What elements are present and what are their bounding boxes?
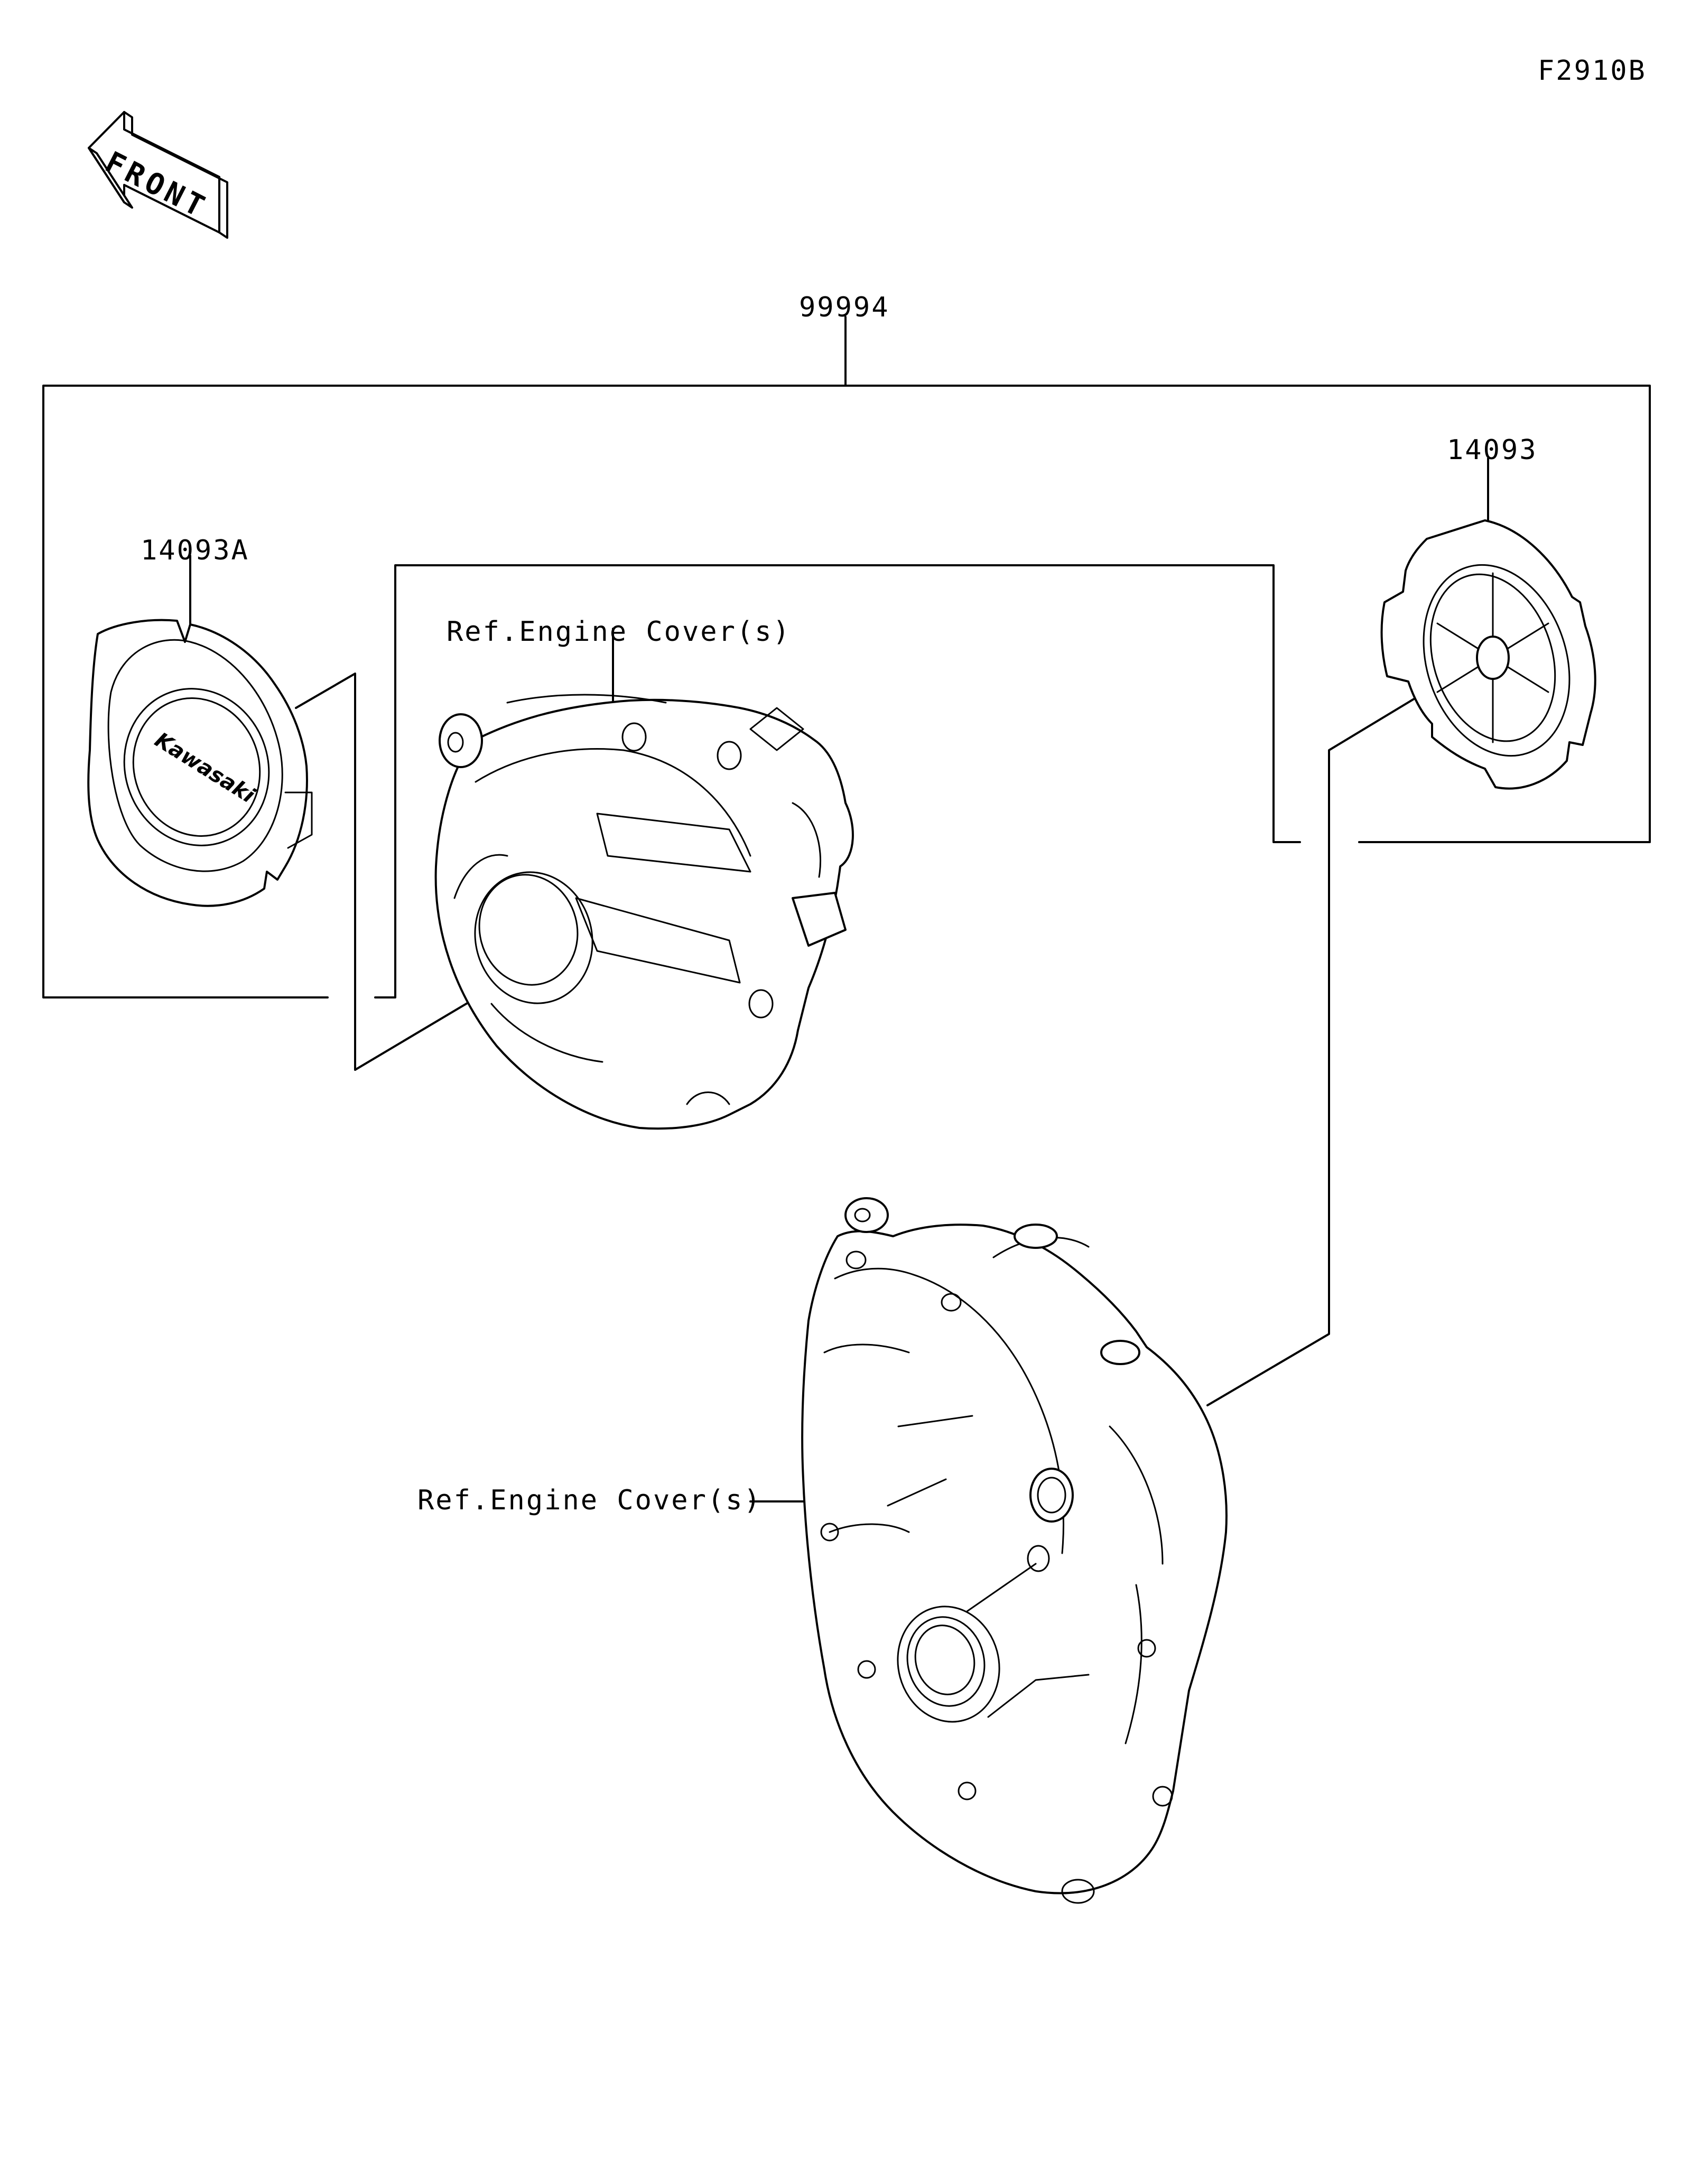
- front-arrow-icon: FRONT: [88, 111, 228, 239]
- right-cover-part-number: 14093: [1447, 434, 1538, 466]
- right-cover-illustration: [1380, 519, 1596, 790]
- ref-engine-cover-bottom: Ref.Engine Cover(s): [417, 1485, 762, 1516]
- kit-part-number: 99994: [799, 292, 890, 323]
- leader-lines: [189, 458, 1489, 1502]
- left-cover-part-number: 14093A: [141, 535, 249, 566]
- inner-bracket: [374, 564, 1301, 998]
- ref-engine-cover-top: Ref.Engine Cover(s): [447, 616, 791, 648]
- middle-engine-cover-illustration: [434, 694, 854, 1130]
- bottom-engine-cover-illustration: [801, 1197, 1228, 1904]
- figure-code: F2910B: [1538, 55, 1647, 87]
- kit-bracket: [42, 316, 1651, 998]
- left-cover-illustration: Kawasaki: [87, 619, 313, 907]
